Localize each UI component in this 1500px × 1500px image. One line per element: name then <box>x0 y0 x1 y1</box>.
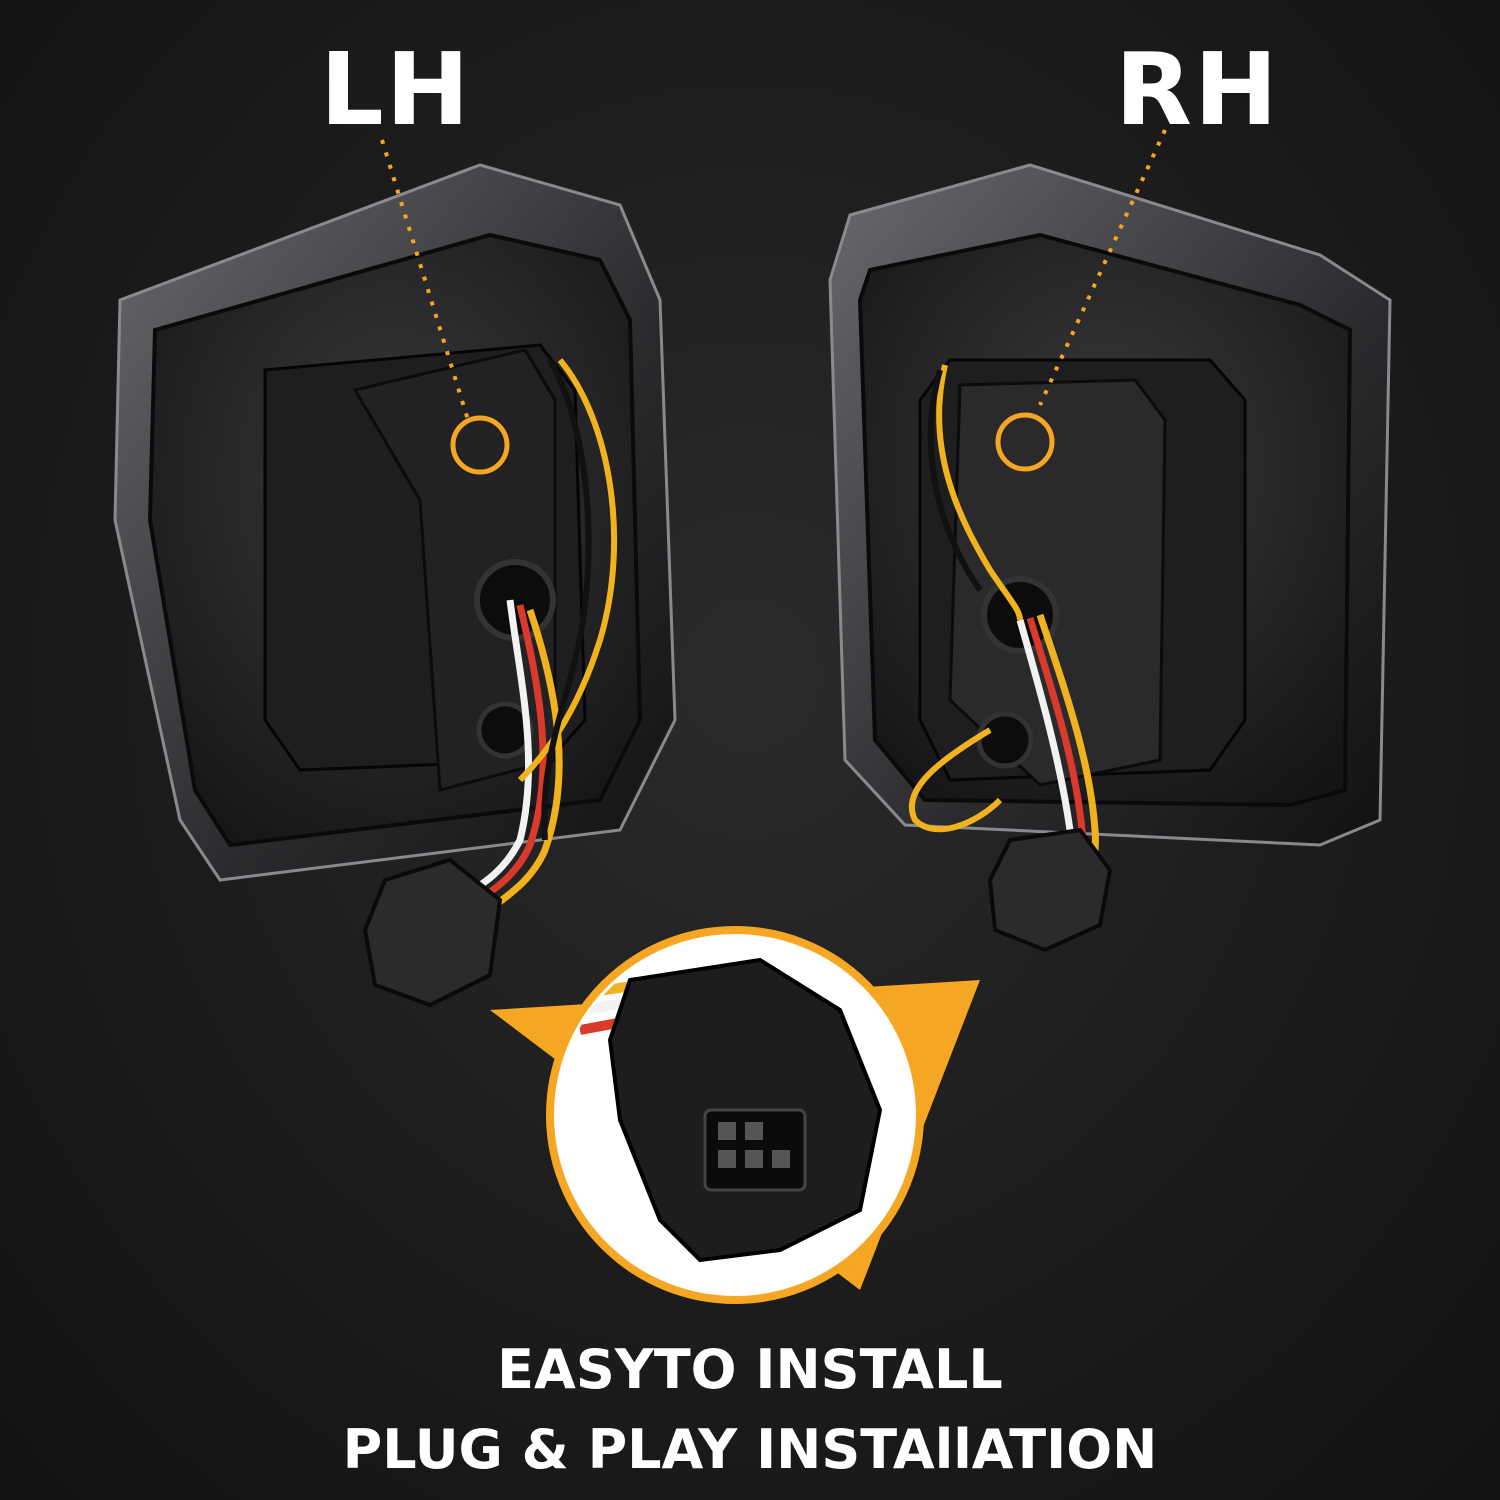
lh-label: LH <box>320 31 472 148</box>
left-tail-light <box>113 163 677 1008</box>
lh-logo-highlight-ring <box>450 415 510 475</box>
rh-label: RH <box>1115 31 1280 148</box>
connector-closeup-inset <box>490 926 980 1304</box>
right-tail-light <box>828 163 1392 953</box>
lh-leader-line <box>380 139 470 421</box>
rh-logo-highlight-ring <box>995 412 1055 472</box>
caption-line-1: EASYTO INSTALL <box>497 1338 1003 1401</box>
caption-line-2: PLUG & PLAY INSTAllATION <box>342 1418 1158 1481</box>
